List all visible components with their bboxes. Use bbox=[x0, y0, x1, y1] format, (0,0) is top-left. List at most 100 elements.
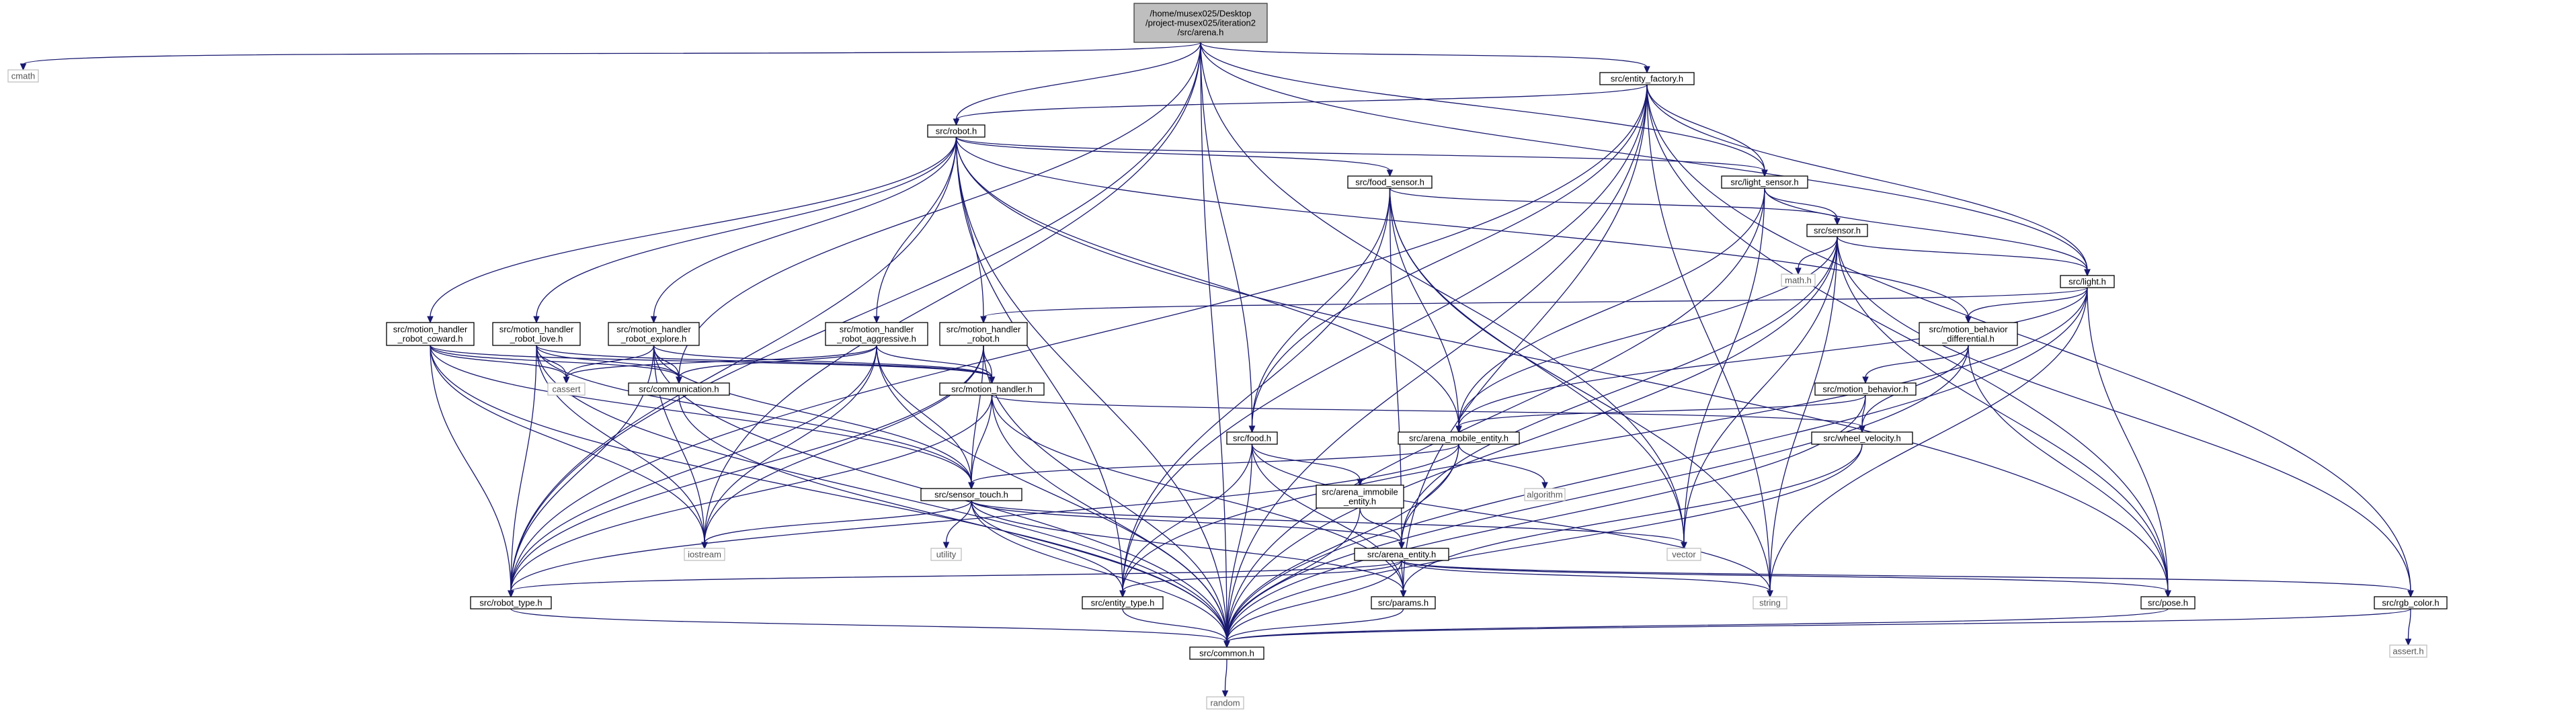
edge-arena-entity-h-to-params-h bbox=[1400, 560, 1407, 598]
node-random[interactable]: random bbox=[1206, 696, 1244, 710]
node-box bbox=[920, 488, 1022, 501]
node-cassert[interactable]: cassert bbox=[547, 382, 586, 396]
node-label-line: src/robot_type.h bbox=[479, 598, 542, 608]
node-box bbox=[927, 124, 985, 138]
edge-arena-h-to-communication-h bbox=[676, 42, 1201, 384]
node-box bbox=[1226, 431, 1278, 445]
node-robot-type-h[interactable]: src/robot_type.h bbox=[470, 596, 552, 609]
node-label-line: assert.h bbox=[2392, 646, 2423, 657]
edge-sensor-touch-h-to-entity-type-h bbox=[971, 500, 1126, 598]
node-label-line: src/motion_behavior bbox=[1929, 325, 2008, 335]
edge-robot-h-to-light-sensor-h bbox=[955, 136, 1768, 177]
node-arena-immobile-entity-h[interactable]: src/arena_immobile_entity.h bbox=[1316, 484, 1404, 509]
node-label-line: src/arena_immobile bbox=[1322, 487, 1398, 497]
edge-robot-h-to-mh-robot-aggressive-h bbox=[873, 136, 957, 324]
edge-arena-entity-h-to-robot-type-h bbox=[508, 560, 1402, 598]
node-communication-h[interactable]: src/communication.h bbox=[628, 382, 730, 396]
edge-arena-entity-h-to-string bbox=[1401, 560, 1773, 598]
node-box bbox=[2374, 596, 2448, 609]
node-motion-behavior-h[interactable]: src/motion_behavior.h bbox=[1814, 382, 1917, 396]
edge-robot-h-to-mh-robot-explore-h bbox=[650, 136, 957, 324]
node-box bbox=[1133, 3, 1268, 43]
node-label-line: _robot_coward.h bbox=[397, 334, 463, 344]
node-entity-factory-h[interactable]: src/entity_factory.h bbox=[1599, 72, 1695, 85]
node-food-h[interactable]: src/food.h bbox=[1226, 431, 1278, 445]
node-label-line: src/light.h bbox=[2068, 277, 2106, 287]
node-algorithm[interactable]: algorithm bbox=[1524, 488, 1566, 501]
node-arena-h[interactable]: /home/musex025/Desktop/project-musex025/… bbox=[1133, 3, 1268, 43]
node-label-line: src/rgb_color.h bbox=[2382, 598, 2439, 608]
node-mh-robot-h[interactable]: src/motion_handler_robot.h bbox=[939, 322, 1028, 346]
node-light-h[interactable]: src/light.h bbox=[2060, 275, 2115, 288]
node-math-h[interactable]: math.h bbox=[1781, 273, 1816, 287]
node-cmath[interactable]: cmath bbox=[7, 69, 39, 83]
edge-entity-factory-h-to-food-h bbox=[1248, 84, 1648, 433]
edge-arena-mobile-entity-h-to-algorithm bbox=[1458, 444, 1548, 490]
node-mh-robot-explore-h[interactable]: src/motion_handler_robot_explore.h bbox=[608, 322, 700, 346]
node-assert-h[interactable]: assert.h bbox=[2389, 644, 2427, 658]
edge-mh-robot-aggressive-h-to-communication-h bbox=[676, 345, 877, 384]
node-mh-robot-aggressive-h[interactable]: src/motion_handler_robot_aggressive.h bbox=[825, 322, 928, 346]
edge-arena-mobile-entity-h-to-common-h bbox=[1223, 444, 1459, 648]
edge-arena-entity-h-to-entity-type-h bbox=[1119, 560, 1402, 598]
node-pose-h[interactable]: src/pose.h bbox=[2140, 596, 2196, 609]
node-arena-mobile-entity-h[interactable]: src/arena_mobile_entity.h bbox=[1398, 431, 1520, 445]
edge-params-h-to-common-h bbox=[1223, 608, 1404, 648]
node-motion-behavior-differential-h[interactable]: src/motion_behavior_differential.h bbox=[1919, 322, 2018, 346]
node-label-line: cassert bbox=[553, 384, 581, 394]
node-label-line: string bbox=[1759, 598, 1781, 608]
node-params-h[interactable]: src/params.h bbox=[1371, 596, 1436, 609]
node-food-sensor-h[interactable]: src/food_sensor.h bbox=[1347, 175, 1433, 189]
edge-motion-handler-h-to-robot-type-h bbox=[508, 394, 993, 598]
edge-motion-handler-h-to-wheel-velocity-h bbox=[991, 394, 1865, 433]
edge-robot-h-to-mh-robot-love-h bbox=[533, 136, 957, 324]
node-arena-entity-h[interactable]: src/arena_entity.h bbox=[1354, 548, 1449, 561]
edge-sensor-touch-h-to-utility bbox=[942, 500, 972, 550]
edge-motion-behavior-differential-h-to-motion-behavior-h bbox=[1862, 345, 1969, 384]
edge-motion-behavior-h-to-common-h bbox=[1223, 394, 1866, 648]
node-motion-handler-h[interactable]: src/motion_handler.h bbox=[939, 382, 1045, 396]
node-wheel-velocity-h[interactable]: src/wheel_velocity.h bbox=[1811, 431, 1913, 445]
node-iostream[interactable]: iostream bbox=[684, 548, 725, 561]
node-entity-type-h[interactable]: src/entity_type.h bbox=[1082, 596, 1164, 609]
node-box bbox=[547, 382, 586, 396]
node-label-line: vector bbox=[1672, 550, 1696, 560]
node-utility[interactable]: utility bbox=[930, 548, 962, 561]
node-sensor-h[interactable]: src/sensor.h bbox=[1806, 224, 1868, 237]
node-label-line: _robot_explore.h bbox=[620, 334, 687, 344]
node-mh-robot-love-h[interactable]: src/motion_handler_robot_love.h bbox=[492, 322, 581, 346]
node-string[interactable]: string bbox=[1753, 596, 1787, 609]
node-box bbox=[2060, 275, 2115, 288]
node-common-h[interactable]: src/common.h bbox=[1189, 646, 1264, 660]
edge-mh-robot-coward-h-to-iostream bbox=[430, 345, 708, 550]
node-label-line: iostream bbox=[688, 550, 721, 560]
node-light-sensor-h[interactable]: src/light_sensor.h bbox=[1721, 175, 1808, 189]
edge-light-sensor-h-to-arena-mobile-entity-h bbox=[1455, 187, 1765, 433]
edge-arena-h-to-vector bbox=[1200, 42, 1687, 550]
edge-food-sensor-h-to-arena-mobile-entity-h bbox=[1389, 187, 1462, 433]
node-label-line: src/entity_factory.h bbox=[1611, 74, 1683, 84]
node-box bbox=[1371, 596, 1436, 609]
node-box bbox=[1666, 548, 1701, 561]
node-label-line: src/pose.h bbox=[2148, 598, 2188, 608]
node-vector[interactable]: vector bbox=[1666, 548, 1701, 561]
node-robot-h[interactable]: src/robot.h bbox=[927, 124, 985, 138]
edge-entity-factory-h-to-common-h bbox=[1223, 84, 1648, 648]
edge-entity-factory-h-to-string bbox=[1646, 84, 1773, 598]
edge-robot-h-to-pose-h bbox=[955, 136, 2171, 598]
node-box bbox=[1316, 484, 1404, 509]
node-box bbox=[1354, 548, 1449, 561]
node-sensor-touch-h[interactable]: src/sensor_touch.h bbox=[920, 488, 1022, 501]
node-label-line: src/motion_handler bbox=[947, 325, 1021, 335]
edge-sensor-touch-h-to-iostream bbox=[701, 500, 972, 550]
edge-arena-h-to-iostream bbox=[701, 42, 1201, 550]
node-box bbox=[470, 596, 552, 609]
node-label-line: _robot_love.h bbox=[510, 334, 563, 344]
node-rgb-color-h[interactable]: src/rgb_color.h bbox=[2374, 596, 2448, 609]
node-label-line: math.h bbox=[1785, 276, 1812, 286]
edge-arena-mobile-entity-h-to-sensor-touch-h bbox=[968, 444, 1459, 490]
node-label-line: /src/arena.h bbox=[1178, 28, 1224, 38]
edge-robot-h-to-mh-robot-coward-h bbox=[427, 136, 957, 324]
node-box bbox=[1189, 646, 1264, 660]
node-mh-robot-coward-h[interactable]: src/motion_handler_robot_coward.h bbox=[386, 322, 475, 346]
